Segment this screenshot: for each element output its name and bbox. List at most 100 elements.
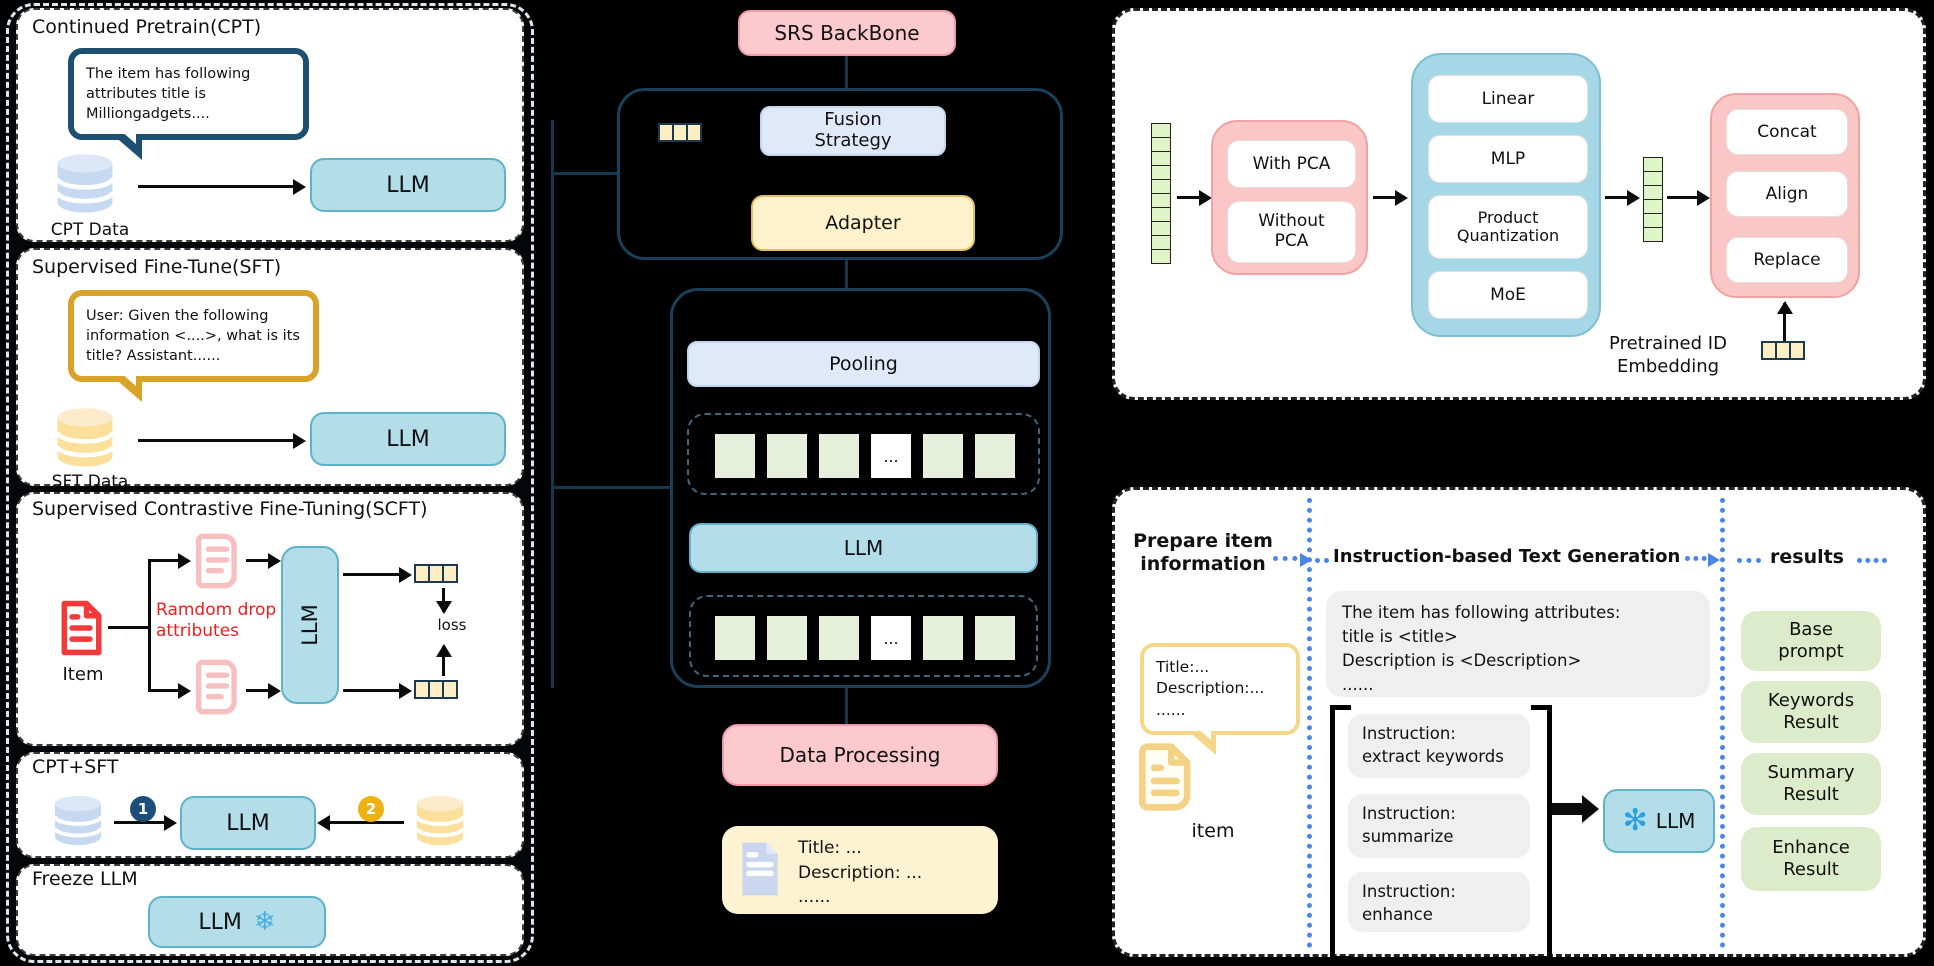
token-cell — [975, 434, 1015, 478]
llm-frozen-box: LLM ❄ — [148, 896, 326, 948]
freeze-llm-panel: Freeze LLM LLM ❄ — [16, 864, 524, 956]
llm-vertical-box: LLM — [281, 546, 339, 704]
prompt-line: Description is <Description> — [1342, 650, 1582, 670]
arrow — [1605, 190, 1640, 206]
prompt-line: The item has following attributes: — [1342, 603, 1621, 622]
connector-line — [551, 172, 619, 175]
panel-title: CPT+SFT — [32, 756, 119, 778]
arrow — [1667, 190, 1710, 206]
connector-line — [845, 258, 848, 290]
cpt-sft-panel: CPT+SFT 1 LLM 2 — [16, 752, 524, 858]
gpt-llm-box: ✻ LLM — [1603, 789, 1715, 853]
panel-title: Freeze LLM — [32, 868, 138, 890]
token-cell — [923, 434, 963, 478]
document-icon — [742, 842, 778, 896]
token-cell — [715, 434, 755, 478]
arrow — [1373, 190, 1408, 206]
dropped-document-icon — [195, 659, 237, 715]
instruction-box: Instruction: summarize — [1348, 794, 1530, 858]
blue-dotted-arrow — [1685, 553, 1720, 567]
id-embedding-panel: With PCA Without PCA Linear MLP Product … — [1112, 8, 1926, 400]
dropped-document-icon — [195, 533, 237, 589]
loss-arrow-up — [436, 644, 452, 676]
llm-vertical-label: LLM — [298, 604, 322, 646]
adapter-modules-group: Linear MLP Product Quantization MoE — [1411, 53, 1601, 337]
text-generation-panel: Prepare item information Instruction-bas… — [1112, 487, 1926, 961]
bubble-title-line: Title:... — [1156, 658, 1210, 676]
database-icon — [52, 795, 104, 846]
instruction-task: enhance — [1362, 905, 1433, 925]
llm-label: LLM — [1655, 809, 1696, 833]
token-cell — [715, 616, 755, 660]
arrow — [138, 433, 306, 449]
arrow — [138, 179, 306, 195]
pca-group: With PCA Without PCA — [1211, 120, 1368, 275]
sft-panel: Supervised Fine-Tune(SFT) User: Given th… — [16, 248, 524, 492]
moe-box: MoE — [1428, 271, 1588, 319]
item-label: Item — [62, 664, 104, 685]
token-cell — [923, 616, 963, 660]
mlp-box: MLP — [1428, 135, 1588, 183]
token-cell — [975, 616, 1015, 660]
without-pca-label: Without PCA — [1258, 211, 1325, 251]
arrow — [114, 815, 177, 831]
card-desc-line: Description: ... — [798, 862, 923, 883]
llm-box: LLM — [689, 523, 1038, 573]
instruction-generation-heading: Instruction-based Text Generation — [1333, 546, 1681, 567]
blue-dotted-segment — [1857, 558, 1887, 563]
blue-dotted-segment — [1315, 558, 1329, 563]
instruction-box: Instruction: extract keywords — [1348, 714, 1530, 778]
concat-box: Concat — [1726, 109, 1848, 155]
pooling-box: Pooling — [687, 341, 1040, 387]
fusion-strategy-box: Fusion Strategy — [760, 106, 946, 156]
results-heading: results — [1770, 546, 1844, 568]
result-label: Keywords Result — [1767, 690, 1855, 733]
cpt-bubble-text: The item has following attributes title … — [86, 66, 251, 122]
blue-dotted-arrow — [1273, 553, 1312, 567]
arrow — [1177, 190, 1212, 206]
product-quantization-label: Product Quantization — [1456, 207, 1560, 245]
llm-box: LLM — [180, 796, 316, 850]
scft-panel: Supervised Contrastive Fine-Tuning(SCFT)… — [16, 492, 524, 746]
sft-bubble-text: User: Given the following information <.… — [86, 308, 300, 364]
arrow — [317, 815, 404, 831]
result-label: Summary Result — [1767, 762, 1855, 805]
item-card: Title: ... Description: ... ...... — [722, 826, 998, 914]
embedding-vector — [1643, 157, 1663, 242]
panel-title: Supervised Fine-Tune(SFT) — [32, 256, 282, 278]
prepare-item-heading: Prepare item information — [1133, 530, 1273, 575]
result-box: Keywords Result — [1741, 681, 1881, 743]
card-title-line: Title: ... — [798, 838, 862, 858]
item-document-icon — [61, 600, 102, 656]
db-label: SFT Data — [51, 472, 129, 492]
cpt-speech-bubble: The item has following attributes title … — [68, 48, 309, 160]
db-label: CPT Data — [50, 220, 130, 240]
srs-backbone-box: SRS BackBone — [738, 10, 956, 56]
loss-arrow-down — [436, 588, 452, 614]
blue-dotted-segment — [1737, 558, 1761, 563]
instruction-task: summarize — [1362, 827, 1454, 847]
token-cell — [819, 616, 859, 660]
instruction-head: Instruction: — [1362, 882, 1456, 901]
panel-title: Supervised Contrastive Fine-Tuning(SCFT) — [32, 498, 428, 520]
align-box: Align — [1726, 171, 1848, 217]
llm-label: LLM — [198, 909, 242, 935]
bubble-tail-inner — [120, 372, 136, 386]
instruction-box: Instruction: enhance — [1348, 872, 1530, 932]
item-speech-bubble: Title:... Description:... ...... — [1140, 643, 1300, 756]
product-quantization-box: Product Quantization — [1428, 195, 1588, 259]
arrow — [343, 567, 412, 583]
arrow — [148, 683, 191, 699]
instruction-head: Instruction: — [1362, 724, 1456, 743]
openai-logo-icon: ✻ — [1622, 803, 1648, 838]
embedding-vector — [1151, 123, 1171, 264]
card-more-line: ...... — [798, 887, 831, 908]
data-processing-box: Data Processing — [722, 724, 998, 786]
token-cell — [767, 434, 807, 478]
section-divider — [1720, 498, 1725, 948]
result-box: Base prompt — [1741, 611, 1881, 671]
without-pca-box: Without PCA — [1227, 201, 1356, 263]
cpt-panel: Continued Pretrain(CPT) The item has fol… — [16, 8, 524, 242]
connector-line — [551, 120, 554, 688]
